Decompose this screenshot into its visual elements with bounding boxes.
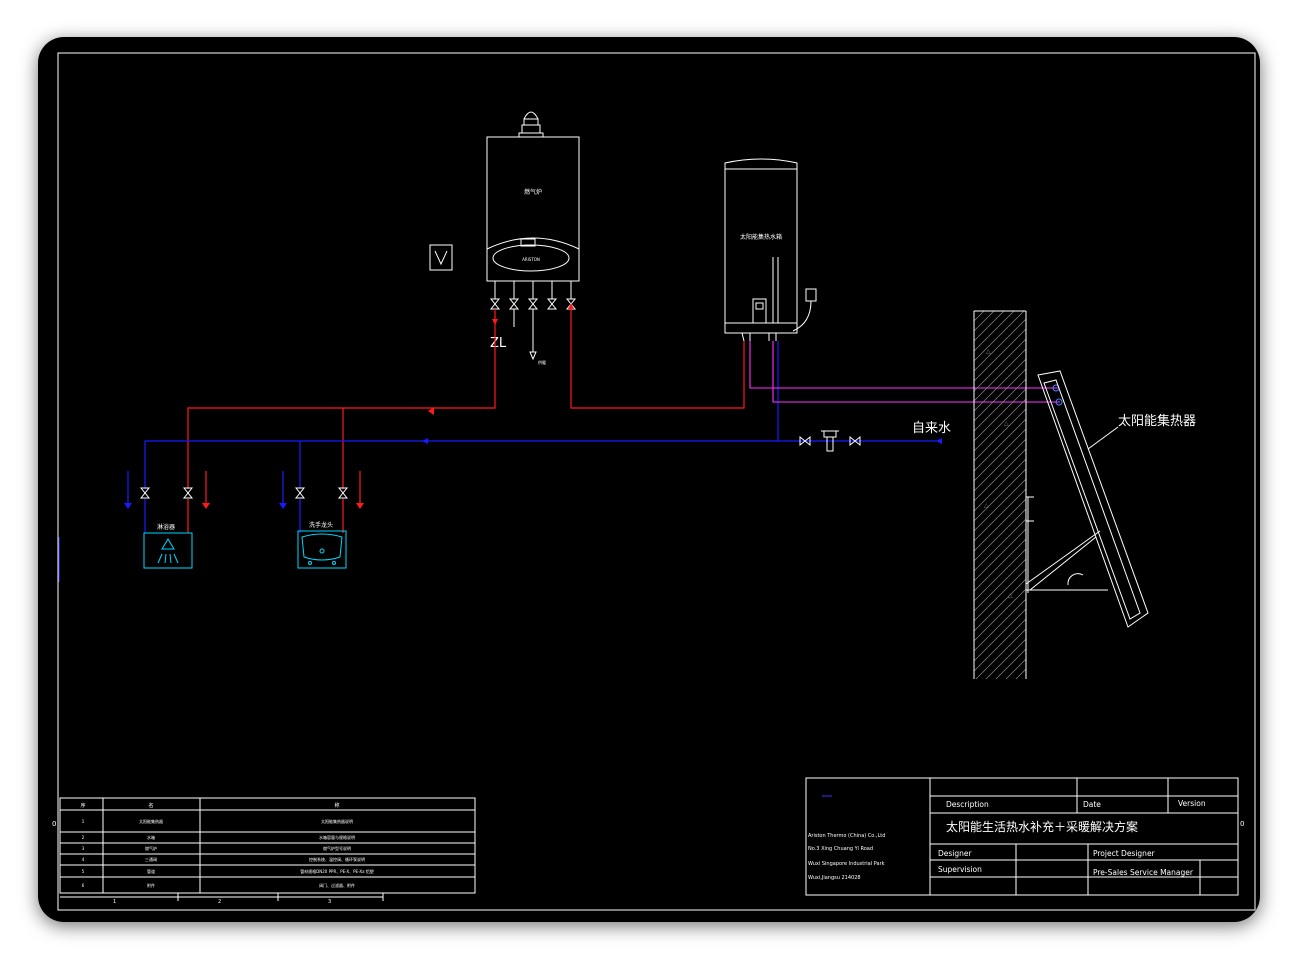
zl-label: ZL [490, 336, 507, 351]
cold-arrow-shower [124, 503, 132, 509]
table-row-6-no: 6 [82, 883, 85, 888]
basin-fixture: 洗手龙头 [297, 521, 347, 569]
boiler-brand: ARISTON [522, 257, 540, 262]
boiler-label: 燃气炉 [524, 188, 542, 196]
svg-text:△: △ [1008, 592, 1013, 599]
table-row-1-no: 1 [82, 819, 85, 824]
drawing-border [57, 52, 1256, 911]
presales-label: Pre-Sales Service Manager [1093, 868, 1194, 877]
svg-text:△: △ [1004, 420, 1009, 427]
table-row-2-spec: 水箱容量与规格说明 [319, 834, 355, 840]
company-line-1: Ariston Thermo (China) Co.,Ltd [808, 833, 885, 839]
table-row-4-name: 三通阀 [145, 856, 157, 862]
hot-arrow-basin [356, 503, 364, 509]
project-designer-label: Project Designer [1093, 849, 1156, 858]
cold-arrow-basin [279, 503, 287, 509]
hot-flow-arrow [428, 407, 434, 415]
table-row-4-no: 4 [82, 857, 85, 862]
table-row-2-name: 水箱 [147, 834, 155, 840]
project-title: 太阳能生活热水补充＋采暖解决方案 [946, 819, 1138, 834]
company-line-2: No.3 Xing Chuang Yi Road [808, 846, 873, 852]
fixture-valves [139, 487, 349, 499]
table-row-5-no: 5 [82, 869, 85, 874]
ruler-mark-3: 3 [328, 899, 331, 905]
collector-label: 太阳能集热器 [1118, 413, 1196, 429]
ruler-mark-1: 1 [113, 899, 116, 905]
table-header-name: 名 [148, 802, 153, 809]
table-header-no: 序 [80, 802, 85, 809]
table-row-5-spec: 管材规格DN20 PPR、PE-X、PE-Xa 铝塑 [300, 868, 374, 874]
tap-water-label: 自来水 [912, 421, 951, 436]
boiler-in-arrow [568, 303, 574, 309]
table-row-1-name: 太阳能集热器 [139, 818, 163, 824]
shower-label: 淋浴器 [157, 523, 175, 531]
table-row-5-name: 管道 [147, 868, 155, 874]
cad-canvas: 0 0 燃气炉 ARISTON 供暖 ZL [52, 52, 1256, 911]
solar-water-tank: 太阳能集热水箱 [724, 158, 817, 342]
inlet-valve-train [799, 430, 861, 452]
table-header-spec: 称 [334, 802, 339, 809]
shower-fixture: 淋浴器 [143, 523, 193, 569]
table-row-4-spec: 控制系统、温控阀、循环泵说明 [309, 856, 365, 862]
tank-label: 太阳能集热水箱 [740, 233, 782, 241]
gas-boiler: 燃气炉 ARISTON 供暖 ZL [486, 111, 580, 365]
cold-water-pipes [127, 341, 942, 533]
basin-label: 洗手龙头 [309, 521, 333, 529]
table-row-2-no: 2 [82, 835, 85, 840]
boiler-drain-note: 供暖 [538, 359, 546, 365]
equipment-table: 序 名 称 1 太阳能集热器 太阳能集热器说明 2 水箱 水箱容量与规格说明 3… [59, 797, 476, 905]
supervision-label: Supervision [938, 865, 982, 874]
date-label: Date [1083, 800, 1101, 809]
title-block: Ariston Thermo (China) Co.,Ltd No.3 Xing… [805, 777, 1239, 896]
ruler-mark-2: 2 [218, 899, 221, 905]
cold-flow-arrow [422, 438, 428, 444]
table-row-6-spec: 阀门、过滤器、附件 [319, 882, 355, 888]
hot-water-pipes [187, 309, 745, 533]
designer-label: Designer [938, 849, 973, 858]
svg-text:△: △ [984, 502, 989, 509]
company-line-4: Wuxi,Jiangsu 214028 [808, 875, 861, 881]
company-line-3: Wuxi Singapore Industrial Park [808, 861, 885, 867]
version-label: Version [1178, 799, 1206, 808]
wall-section: △ △ △ △ [973, 310, 1027, 679]
hot-arrow-shower [202, 503, 210, 509]
left-side-mark: 0 [52, 820, 56, 828]
solar-collector [1025, 370, 1149, 628]
cad-drawing-window: 0 0 燃气炉 ARISTON 供暖 ZL [38, 37, 1260, 922]
description-label: Description [946, 800, 989, 809]
room-thermostat [429, 244, 453, 271]
table-row-3-spec: 燃气炉型号说明 [323, 845, 351, 851]
table-row-3-name: 燃气炉 [145, 845, 157, 851]
solar-loop-pipes [749, 341, 1060, 403]
right-side-mark: 0 [1240, 820, 1244, 828]
svg-text:△: △ [986, 348, 991, 355]
table-row-1-spec: 太阳能集热器说明 [321, 818, 353, 824]
table-row-6-name: 附件 [147, 882, 155, 888]
collector-port-lower [1055, 398, 1063, 406]
tap-water-arrow [936, 438, 942, 444]
boiler-hot-arrow [492, 319, 498, 325]
table-row-3-no: 3 [82, 846, 85, 851]
